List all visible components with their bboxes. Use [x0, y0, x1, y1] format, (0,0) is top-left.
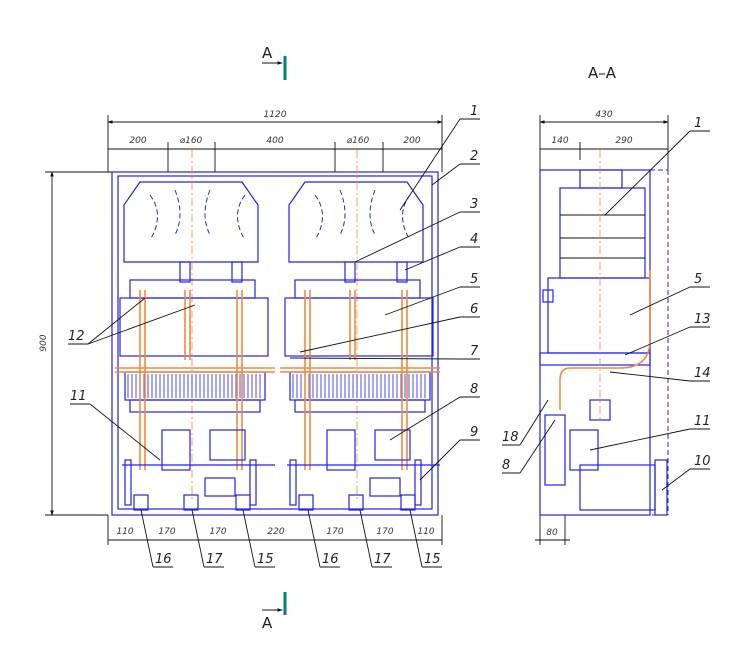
callout-leader — [354, 211, 461, 263]
dim-bottom: 110 — [116, 527, 133, 537]
callout-leader — [359, 509, 373, 568]
callout-leader — [519, 419, 556, 474]
dim-bottom: 80 — [546, 528, 558, 538]
section-view: A–A — [535, 64, 669, 545]
callout-leader — [191, 509, 205, 568]
callout-label: 11 — [70, 389, 87, 404]
callout-leader — [409, 509, 423, 568]
callout-leader — [519, 399, 549, 446]
dim-top: ⌀160 — [180, 136, 203, 146]
callout-label: 14 — [694, 366, 711, 381]
callout-leader — [140, 509, 154, 568]
dim-height: 900 — [39, 334, 49, 351]
dim-bottom: 170 — [326, 527, 343, 537]
callout-leader — [289, 357, 461, 360]
svg-text:A–A: A–A — [588, 64, 617, 82]
callout-label: 4 — [470, 232, 478, 247]
dim-overall-width: 1120 — [264, 110, 287, 120]
callout-label: 17 — [206, 552, 223, 567]
svg-text:A: A — [262, 44, 273, 62]
callout-leader — [399, 118, 461, 211]
callout-leader — [624, 326, 691, 356]
dim-top: 200 — [129, 136, 146, 146]
callout-leader — [89, 403, 161, 461]
callout-label: 7 — [470, 344, 479, 359]
callout-label: 17 — [374, 552, 391, 567]
callout-leader — [609, 371, 691, 382]
callout-leader — [389, 396, 461, 441]
dim-top: 290 — [615, 136, 632, 146]
boiler-module-left — [115, 150, 275, 511]
callout-label: 16 — [322, 552, 339, 567]
svg-text:A: A — [262, 614, 273, 632]
callout-label: 12 — [68, 329, 85, 344]
callout-leader — [589, 428, 691, 451]
dim-top: 200 — [403, 136, 420, 146]
callout-label: 5 — [694, 272, 702, 287]
callout-label: 15 — [257, 552, 274, 567]
callout-leader — [299, 316, 461, 353]
callout-leader — [604, 130, 691, 216]
callout-label: 11 — [694, 414, 711, 429]
dim-bottom: 220 — [267, 527, 284, 537]
dim-top: 400 — [266, 136, 283, 146]
callout-leader — [404, 246, 461, 271]
callout-label: 13 — [694, 312, 711, 327]
dim-bottom: 170 — [209, 527, 226, 537]
section-marker-top: A — [262, 44, 287, 80]
section-marker-bottom: A — [262, 592, 287, 632]
callout-leader — [307, 509, 321, 568]
callout-label: 5 — [470, 272, 478, 287]
dim-overall-width: 430 — [595, 110, 612, 120]
callout-label: 3 — [470, 197, 478, 212]
callout-leader — [431, 163, 461, 186]
callout-leader — [384, 286, 461, 316]
callout-label: 15 — [424, 552, 441, 567]
callout-leader — [87, 297, 146, 345]
callout-leader — [629, 286, 691, 316]
callout-label: 16 — [155, 552, 172, 567]
callout-label: 10 — [694, 454, 711, 469]
callout-label: 1 — [694, 116, 702, 131]
boiler-module-right — [279, 149, 441, 511]
dim-top: ⌀160 — [347, 136, 370, 146]
callout-label: 1 — [470, 104, 478, 119]
callout-label: 6 — [470, 302, 478, 317]
callout-leader — [242, 509, 256, 568]
dim-bottom: 110 — [417, 527, 434, 537]
dim-top: 140 — [551, 136, 568, 146]
callout-leader — [661, 468, 691, 491]
front-view — [45, 115, 443, 545]
callout-label: 8 — [502, 458, 510, 473]
dim-bottom: 170 — [158, 527, 175, 537]
callout-leader — [419, 439, 461, 481]
callout-label: 9 — [470, 425, 478, 440]
callout-leader — [87, 304, 196, 345]
dim-bottom: 170 — [376, 527, 393, 537]
callout-label: 8 — [470, 382, 478, 397]
callout-label: 18 — [502, 430, 519, 445]
callout-label: 2 — [470, 149, 478, 164]
